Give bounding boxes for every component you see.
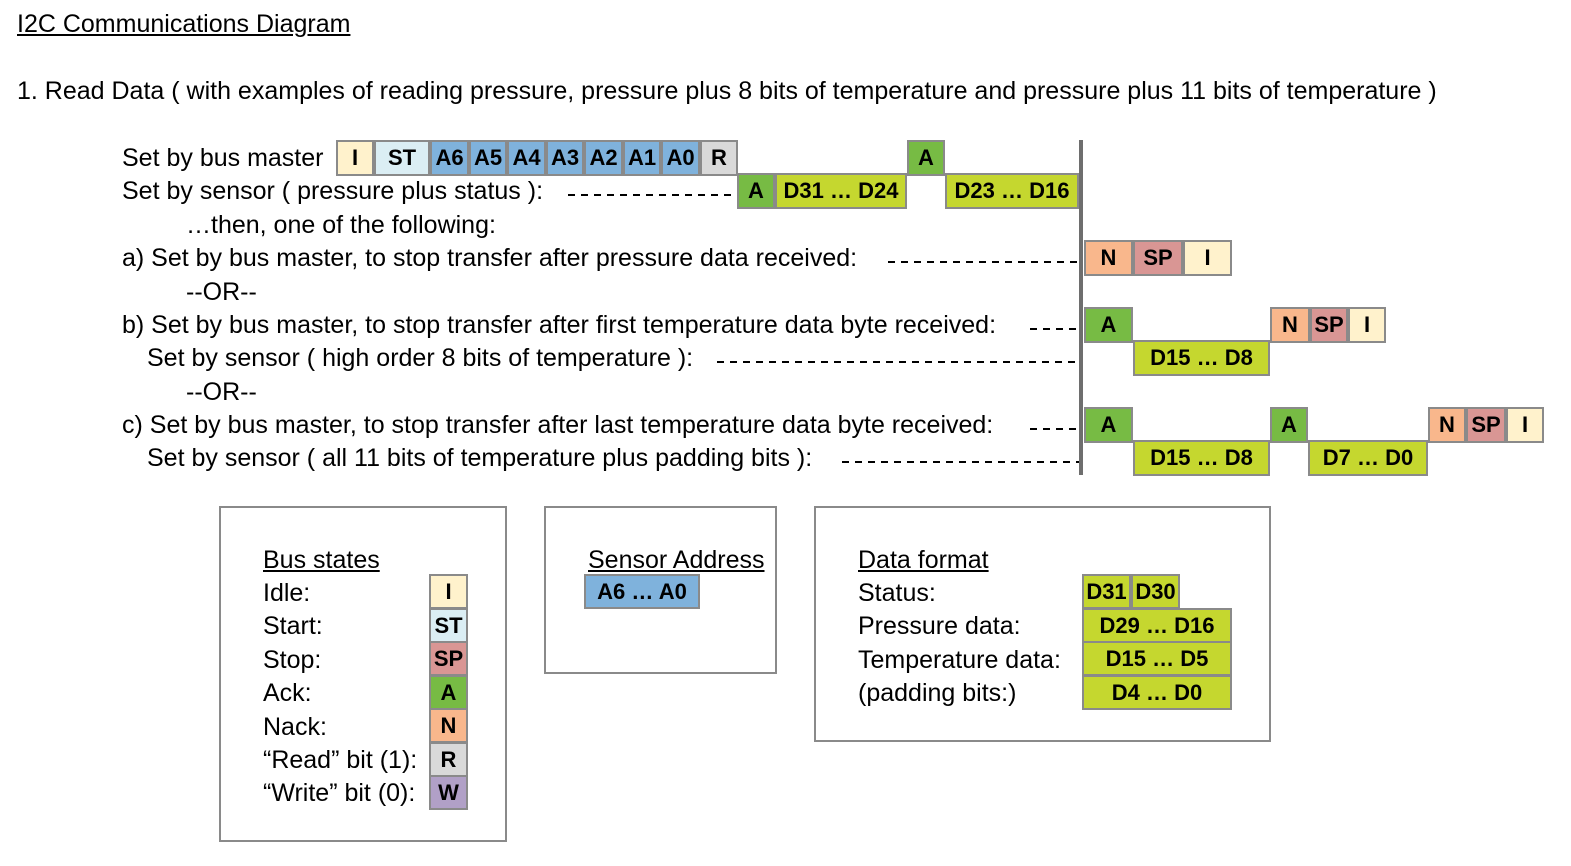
row-b-sensor-label: Set by sensor ( high order 8 bits of tem… xyxy=(147,344,694,372)
legend-status-d30-cell: D30 xyxy=(1131,574,1180,609)
divider-line xyxy=(1079,140,1083,475)
legend-read-label: “Read” bit (1): xyxy=(263,746,418,774)
cell-b-stop: SP xyxy=(1310,307,1348,343)
cell-c-nack: N xyxy=(1428,407,1466,443)
cell-idle: I xyxy=(336,140,374,176)
cell-a-idle: I xyxy=(1183,240,1232,276)
legend-data-format: Data format Status: Pressure data: Tempe… xyxy=(814,506,1271,742)
cell-c-stop: SP xyxy=(1466,407,1506,443)
row-master-label: Set by bus master xyxy=(122,144,324,172)
legend-sensor-address: Sensor Address A6 … A0 xyxy=(544,506,777,674)
row-c-sensor-label: Set by sensor ( all 11 bits of temperatu… xyxy=(147,444,813,472)
legend-address-heading: Sensor Address xyxy=(588,546,765,574)
legend-temperature-cell: D15 … D5 xyxy=(1082,641,1232,676)
legend-ack-cell: A xyxy=(429,675,468,710)
legend-idle-cell: I xyxy=(429,574,468,609)
cell-c-ack2: A xyxy=(1270,407,1308,443)
cell-a0: A0 xyxy=(661,140,700,176)
cell-a1: A1 xyxy=(623,140,661,176)
cell-master-ack: A xyxy=(907,140,945,176)
legend-pressure-cell: D29 … D16 xyxy=(1082,608,1232,643)
legend-stop-label: Stop: xyxy=(263,646,322,674)
cell-b-nack: N xyxy=(1270,307,1310,343)
cell-start: ST xyxy=(374,140,430,176)
row-a-label: a) Set by bus master, to stop transfer a… xyxy=(122,244,858,272)
cell-b-idle: I xyxy=(1348,307,1386,343)
legend-nack-label: Nack: xyxy=(263,713,327,741)
row-sensor-label: Set by sensor ( pressure plus status ): xyxy=(122,177,544,205)
cell-a5: A5 xyxy=(469,140,507,176)
legend-start-label: Start: xyxy=(263,612,323,640)
legend-stop-cell: SP xyxy=(429,641,468,676)
row-or1-label: --OR-- xyxy=(186,278,257,306)
diagram-title: I2C Communications Diagram xyxy=(17,10,351,38)
cell-c-ack1: A xyxy=(1084,407,1133,443)
legend-format-heading: Data format xyxy=(858,546,989,574)
section-heading: 1. Read Data ( with examples of reading … xyxy=(17,77,1437,105)
cell-a3: A3 xyxy=(546,140,584,176)
legend-read-cell: R xyxy=(429,742,468,777)
legend-temperature-label: Temperature data: xyxy=(858,646,1061,674)
cell-a-stop: SP xyxy=(1133,240,1183,276)
legend-idle-label: Idle: xyxy=(263,579,311,607)
legend-status-label: Status: xyxy=(858,579,936,607)
row-b-label: b) Set by bus master, to stop transfer a… xyxy=(122,311,997,339)
cell-b-ack: A xyxy=(1084,307,1133,343)
legend-bus-heading: Bus states xyxy=(263,546,380,574)
cell-b-d15-d8: D15 … D8 xyxy=(1133,340,1270,376)
cell-d23-d16: D23 … D16 xyxy=(945,173,1079,209)
legend-write-label: “Write” bit (0): xyxy=(263,779,416,807)
cell-d31-d24: D31 … D24 xyxy=(775,173,907,209)
row-or2-label: --OR-- xyxy=(186,378,257,406)
cell-a2: A2 xyxy=(584,140,623,176)
cell-c-d7-d0: D7 … D0 xyxy=(1308,440,1428,476)
cell-sensor-ack: A xyxy=(737,173,775,209)
legend-padding-cell: D4 … D0 xyxy=(1082,675,1232,710)
cell-read: R xyxy=(700,140,738,176)
cell-a6: A6 xyxy=(430,140,469,176)
legend-nack-cell: N xyxy=(429,708,468,743)
legend-padding-label: (padding bits:) xyxy=(858,679,1017,707)
legend-status-d31-cell: D31 xyxy=(1082,574,1131,609)
legend-bus-states: Bus states Idle: Start: Stop: Ack: Nack:… xyxy=(219,506,507,842)
legend-write-cell: W xyxy=(429,775,468,810)
cell-a4: A4 xyxy=(507,140,546,176)
row-c-label: c) Set by bus master, to stop transfer a… xyxy=(122,411,994,439)
legend-start-cell: ST xyxy=(429,608,468,643)
row-then-label: …then, one of the following: xyxy=(186,211,496,239)
cell-a-nack: N xyxy=(1084,240,1133,276)
cell-c-idle: I xyxy=(1506,407,1544,443)
legend-address-cell: A6 … A0 xyxy=(584,574,700,609)
legend-pressure-label: Pressure data: xyxy=(858,612,1021,640)
cell-c-d15-d8: D15 … D8 xyxy=(1133,440,1270,476)
legend-ack-label: Ack: xyxy=(263,679,312,707)
